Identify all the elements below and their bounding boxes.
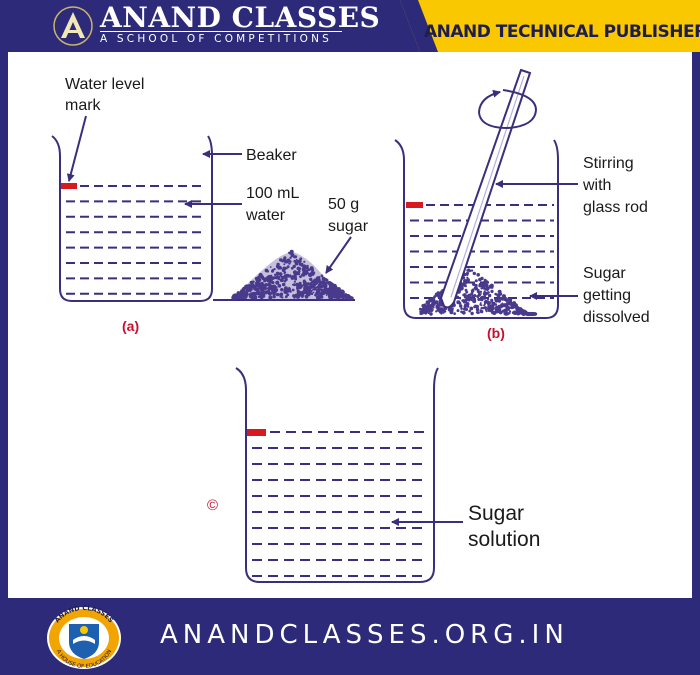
label-stirring-line1: Stirring (583, 155, 634, 172)
sugar-dissolving-diagram: Water level mark Beaker 100 mL water 50 … (51, 68, 650, 583)
label-water-level-line2: mark (65, 97, 102, 114)
publisher-name: ANAND TECHNICAL PUBLISHERS (424, 22, 700, 42)
water-level-mark-c (247, 429, 266, 436)
beaker-a (51, 135, 213, 302)
publisher-band (400, 0, 700, 52)
diagram-panel: Water level mark Beaker 100 mL water 50 … (8, 52, 692, 598)
caption-a: (a) (122, 318, 139, 334)
sugar-heap-a (213, 249, 355, 301)
glass-rod (439, 68, 532, 309)
label-water-line1: 100 mL (246, 185, 299, 202)
anand-classes-emblem-icon: ANAND CLASSES A HOUSE OF EDUCATION (47, 604, 121, 670)
water-level-mark (61, 183, 77, 189)
label-sugar-line1: 50 g (328, 196, 359, 213)
label-stirring-line3: glass rod (583, 199, 648, 216)
sugar-solution (252, 431, 428, 577)
brand-tagline: A SCHOOL OF COMPETITIONS (100, 31, 342, 46)
label-dissolving-line2: getting (583, 287, 631, 304)
caption-b: (b) (487, 325, 505, 341)
copyright-mark: © (207, 497, 218, 514)
brand-logo-icon (53, 6, 93, 46)
label-sugar-line2: sugar (328, 218, 369, 235)
label-stirring-line2: with (582, 177, 611, 194)
label-solution-line2: solution (468, 528, 540, 551)
brand-title: ANAND CLASSES (100, 1, 381, 34)
beaker-b (394, 139, 559, 319)
header-banner: ANAND CLASSES A SCHOOL OF COMPETITIONS A… (0, 0, 700, 52)
label-solution-line1: Sugar (468, 502, 524, 525)
beaker-c (235, 367, 439, 583)
label-beaker: Beaker (246, 147, 297, 164)
website-url[interactable]: ANANDCLASSES.ORG.IN (160, 620, 569, 650)
label-water-level-line1: Water level (65, 76, 144, 93)
label-dissolving-line1: Sugar (583, 265, 626, 282)
label-dissolving-line3: dissolved (583, 309, 650, 326)
dissolving-sugar (418, 268, 538, 317)
water-level-mark-b (406, 202, 423, 208)
rotation-arrow-icon (477, 89, 538, 130)
water-a (66, 185, 206, 295)
label-water-line2: water (245, 207, 286, 224)
footer-banner: ANAND CLASSES A HOUSE OF EDUCATION ANAND… (0, 598, 700, 675)
